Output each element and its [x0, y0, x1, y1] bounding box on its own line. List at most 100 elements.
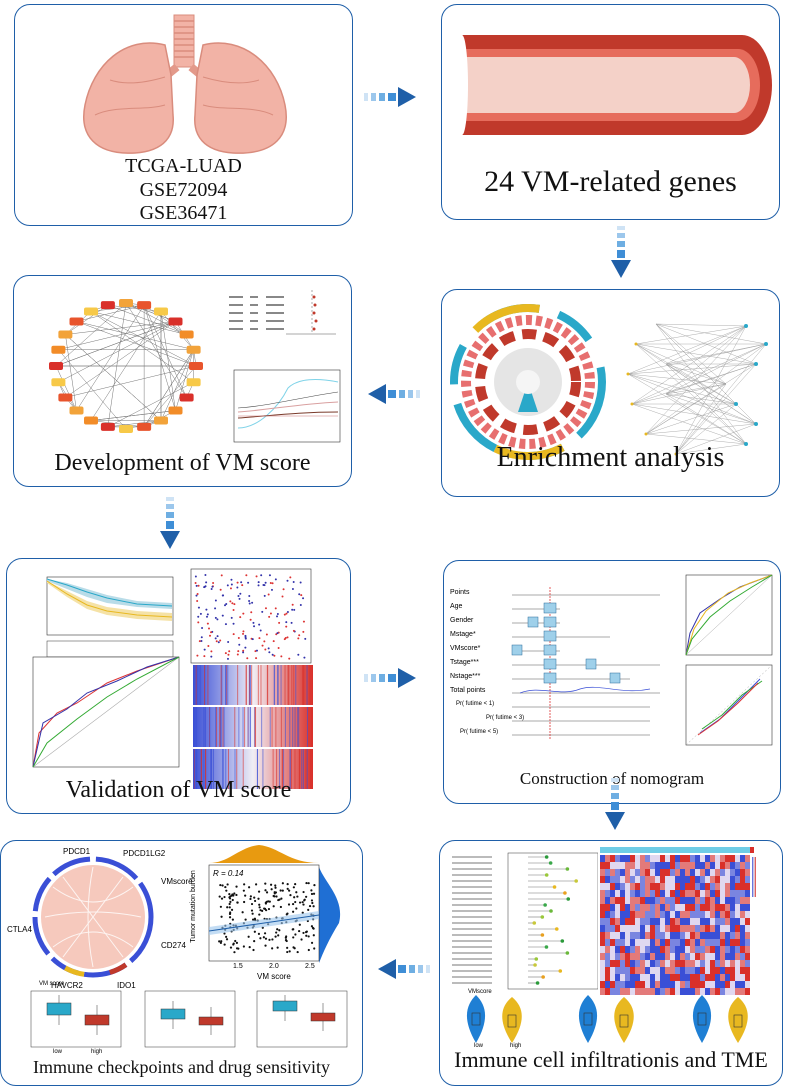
risk-point — [302, 620, 305, 623]
tmb-point — [296, 895, 299, 898]
risk-point — [239, 592, 242, 595]
tmb-point — [311, 901, 314, 905]
network-node — [58, 330, 73, 339]
risk-point — [264, 581, 267, 584]
tmb-point — [310, 892, 314, 896]
risk-point — [229, 600, 232, 603]
risk-point — [224, 604, 227, 607]
tmb-point — [264, 889, 267, 892]
risk-point — [197, 584, 200, 587]
risk-point — [197, 621, 200, 624]
network-node — [168, 406, 183, 415]
risk-point — [197, 606, 200, 609]
panel-immune-cells: VMscore low high Immune cell infiltratio… — [439, 840, 783, 1086]
panel-vm-genes: 24 VM-related genes — [441, 4, 780, 220]
tmb-point — [235, 893, 238, 897]
network-node — [189, 362, 203, 370]
risk-point — [214, 637, 217, 640]
risk-point — [291, 588, 294, 591]
tmb-point — [295, 891, 298, 894]
network-node — [154, 307, 168, 316]
tmb-point — [265, 909, 268, 912]
nomogram-row-label: Points — [450, 589, 470, 596]
nomogram-row-label: Tstage*** — [450, 659, 479, 666]
tmb-point — [307, 882, 310, 885]
tmb-point — [218, 940, 221, 943]
tmb-point — [302, 903, 305, 906]
risk-point — [264, 648, 267, 651]
risk-point — [263, 594, 266, 597]
risk-point — [224, 652, 227, 655]
risk-point — [216, 635, 219, 638]
risk-point — [214, 599, 217, 602]
risk-point — [277, 646, 280, 649]
panel-datasets: TCGA-LUAD GSE72094 GSE36471 — [14, 4, 353, 226]
risk-point — [268, 574, 271, 577]
tmb-point — [304, 931, 308, 934]
gene-heatmap — [193, 665, 313, 789]
tmb-point — [276, 928, 279, 931]
risk-point — [210, 655, 213, 658]
nomogram-row-label: Total points — [450, 687, 486, 694]
risk-point — [253, 625, 256, 628]
network-node — [168, 317, 183, 326]
box-group-high: high — [91, 1049, 103, 1055]
tmb-point — [275, 895, 278, 898]
tmb-point — [271, 947, 274, 950]
arrow-right-icon — [364, 87, 416, 107]
tmb-point — [291, 928, 294, 931]
risk-point — [238, 597, 241, 600]
tmb-point — [284, 936, 287, 939]
risk-point — [238, 643, 241, 646]
risk-point — [274, 578, 277, 581]
tmb-point — [277, 934, 280, 937]
tmb-point — [280, 897, 283, 900]
tmb-point — [271, 938, 274, 941]
risk-point — [248, 602, 251, 605]
tmb-point — [288, 950, 291, 953]
risk-point — [299, 581, 302, 584]
tmb-point — [234, 939, 237, 943]
risk-point — [289, 576, 292, 579]
risk-point — [211, 585, 214, 588]
risk-point — [233, 603, 236, 606]
risk-point — [205, 615, 208, 618]
drug-boxplots — [30, 990, 348, 1048]
tmb-point — [252, 918, 255, 921]
arrow-left-icon — [378, 959, 430, 979]
tmb-point — [265, 891, 269, 894]
risk-point — [244, 646, 247, 649]
risk-point — [271, 653, 274, 656]
nomogram-plot: Points Age Gender Mstage* VMscore* Tstag… — [450, 581, 676, 741]
tmb-point — [302, 890, 305, 894]
risk-point — [214, 616, 217, 619]
dataset-line-3: GSE36471 — [139, 202, 228, 224]
risk-point — [278, 621, 281, 624]
tmb-point — [287, 903, 291, 906]
risk-point — [255, 657, 258, 660]
tmb-point — [258, 913, 261, 916]
chord-label: CD274 — [161, 941, 186, 950]
tmb-point — [226, 906, 229, 909]
risk-point — [242, 630, 245, 633]
risk-point — [272, 640, 275, 643]
tmb-point — [264, 944, 267, 947]
tmb-scatter — [208, 845, 341, 963]
risk-point — [267, 647, 270, 650]
scatter-xtick: 2.0 — [269, 963, 279, 970]
blood-vessel-illustration — [456, 35, 772, 135]
tmb-point — [228, 892, 231, 896]
tmb-point — [292, 886, 295, 889]
tmb-point — [272, 894, 275, 898]
validation-caption: Validation of VM score — [65, 777, 292, 803]
tmb-point — [307, 935, 310, 938]
risk-point — [297, 637, 300, 640]
risk-point — [204, 574, 207, 577]
tmb-point — [263, 932, 267, 935]
score-dev-caption: Development of VM score — [54, 450, 311, 476]
tmb-point — [261, 909, 264, 912]
risk-point — [269, 582, 272, 585]
risk-point — [209, 634, 212, 637]
tmb-point — [288, 889, 291, 892]
tmb-point — [223, 895, 226, 899]
